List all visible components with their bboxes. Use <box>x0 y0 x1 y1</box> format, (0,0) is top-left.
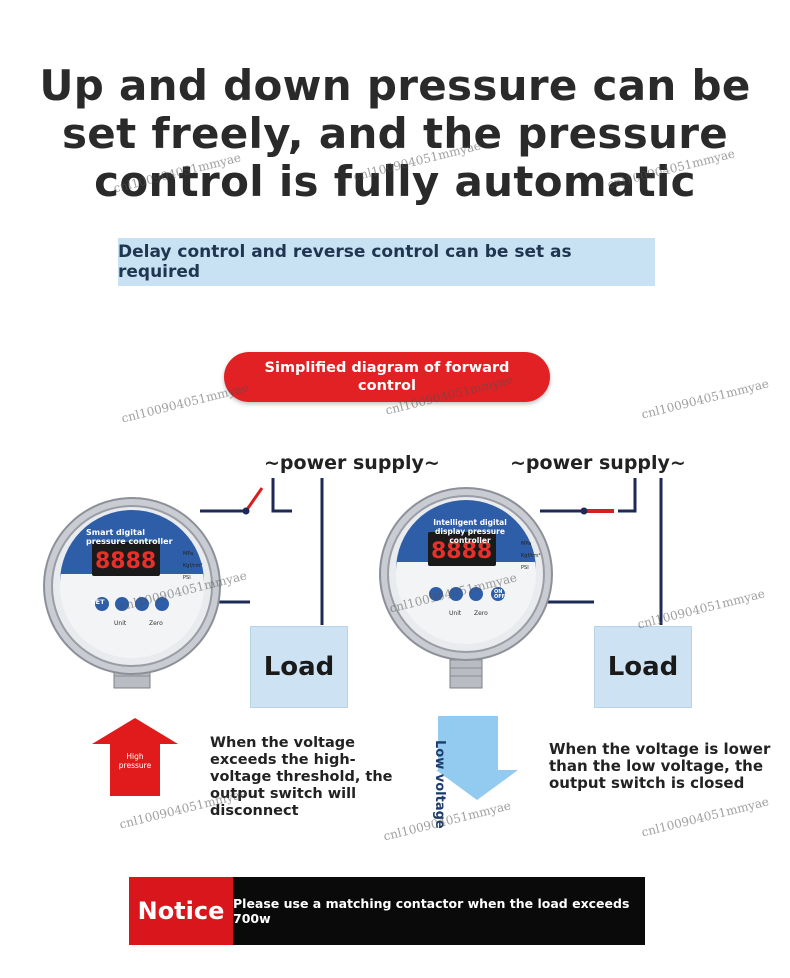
low-voltage-arrow <box>436 716 518 800</box>
subtitle-bar: Delay control and reverse control can be… <box>118 238 655 286</box>
unit-kgf: Kgf/cm² <box>521 553 541 559</box>
left-gauge: 8888 <box>43 497 221 689</box>
power-supply-label-right: ~power supply~ <box>510 452 686 474</box>
left-switch-pivot <box>242 507 250 515</box>
high-pressure-arrow <box>92 718 178 796</box>
right-gauge-onoff-button: ON OFF <box>494 589 506 600</box>
right-switch-pivot <box>580 507 588 515</box>
headline: Up and down pressure can be set freely, … <box>39 61 751 206</box>
notice-tag: Notice <box>129 877 233 945</box>
left-gauge-unit: Unit <box>114 620 127 627</box>
left-gauge-set-button: SET <box>91 598 105 606</box>
load-box-right: Load <box>594 626 692 708</box>
power-supply-label-left: ~power supply~ <box>264 452 440 474</box>
left-switch-blade <box>244 487 264 512</box>
unit-mpa: MPa <box>183 551 194 557</box>
unit-psi: PSI <box>183 575 191 581</box>
load-box-left: Load <box>250 626 348 708</box>
left-wire-supply-a <box>271 480 292 513</box>
right-gauge-zero: Zero <box>474 610 488 617</box>
left-gauge-zero: Zero <box>149 620 163 627</box>
notice-text: Please use a matching contactor when the… <box>233 896 630 926</box>
desc-low: When the voltage is lower than the low v… <box>549 740 771 792</box>
desc-high: When the voltage exceeds the high-voltag… <box>210 735 393 819</box>
diagram-title-pill: Simplified diagram of forward control <box>224 352 550 402</box>
left-gauge-title: Smart digital pressure controller <box>86 528 173 546</box>
svg-text:8888: 8888 <box>95 549 156 574</box>
unit-psi: PSI <box>521 565 529 571</box>
unit-kgf: Kgf/cm² <box>183 563 203 569</box>
right-gauge-unit: Unit <box>449 610 462 617</box>
left-gauge-units: MPa Kgf/cm² PSI <box>183 548 203 584</box>
right-gauge: 8888 <box>379 487 553 689</box>
svg-text:8888: 8888 <box>431 539 492 564</box>
high-pressure-label: High pressure <box>118 752 152 770</box>
right-gauge-units: MPa Kgf/cm² PSI <box>521 538 541 574</box>
unit-mpa: MPa <box>521 541 532 547</box>
right-gauge-title: Intelligent digital display pressure con… <box>433 518 507 545</box>
right-wire-supply-a <box>618 478 637 513</box>
subtitle-text: Delay control and reverse control can be… <box>118 242 572 282</box>
